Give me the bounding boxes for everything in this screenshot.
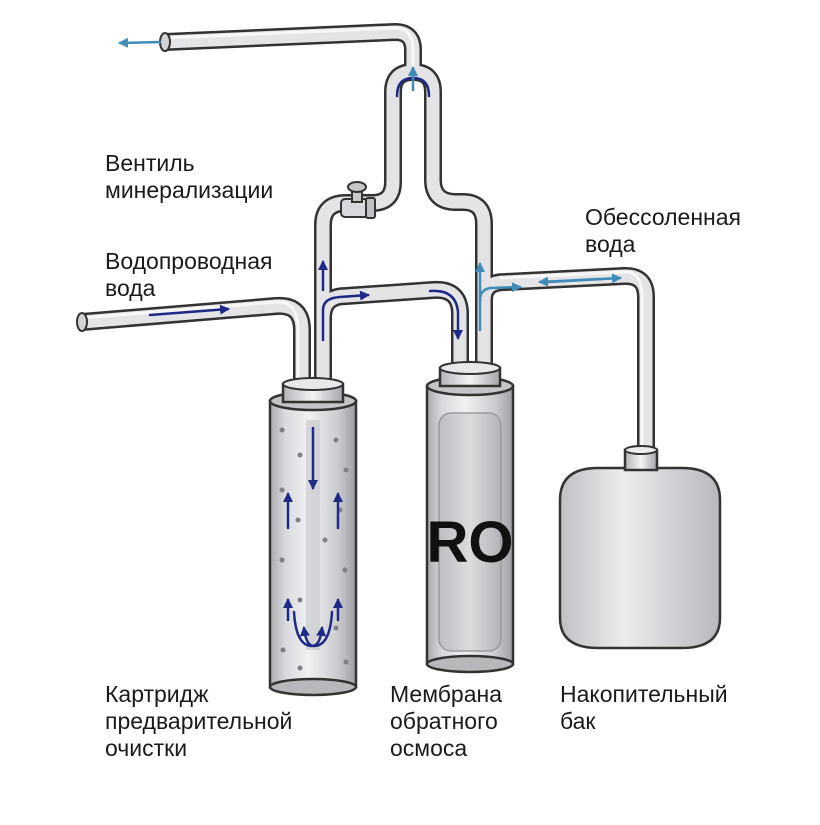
label-tap-water: Водопроводная вода bbox=[105, 248, 273, 302]
storage-tank bbox=[558, 445, 722, 650]
label-line: Вентиль bbox=[105, 150, 195, 176]
flow-arrows bbox=[118, 37, 622, 648]
inlet-pipe-end bbox=[76, 312, 88, 332]
label-line: предварительной bbox=[105, 708, 293, 734]
label-line: Накопительный bbox=[560, 681, 728, 707]
pipe-network bbox=[81, 23, 655, 452]
label-line: минерализации bbox=[105, 177, 274, 203]
label-line: вода bbox=[585, 231, 636, 257]
label-storage-tank: Накопительный бак bbox=[560, 681, 728, 735]
ro-mark: RO bbox=[427, 510, 514, 575]
outlet-pipe-end bbox=[159, 32, 171, 52]
label-line: Картридж bbox=[105, 681, 209, 707]
label-prefilter-cartridge: Картридж предварительной очистки bbox=[105, 681, 292, 762]
ro-membrane-housing: RO bbox=[425, 361, 515, 674]
mineralization-valve-icon bbox=[340, 181, 376, 219]
prefilter-cartridge bbox=[268, 377, 358, 697]
label-line: осмоса bbox=[390, 735, 468, 761]
label-line: Водопроводная bbox=[105, 248, 273, 274]
label-mineralization-valve: Вентиль минерализации bbox=[105, 150, 273, 204]
label-line: очистки bbox=[105, 735, 188, 761]
label-line: вода bbox=[105, 275, 156, 301]
label-line: обратного bbox=[390, 708, 498, 734]
label-line: бак bbox=[560, 708, 596, 734]
label-line: Обессоленная bbox=[585, 204, 742, 230]
label-ro-membrane: Мембрана обратного осмоса bbox=[390, 681, 502, 762]
label-line: Мембрана bbox=[390, 681, 503, 707]
label-desalted-water: Обессоленная вода bbox=[585, 204, 741, 258]
